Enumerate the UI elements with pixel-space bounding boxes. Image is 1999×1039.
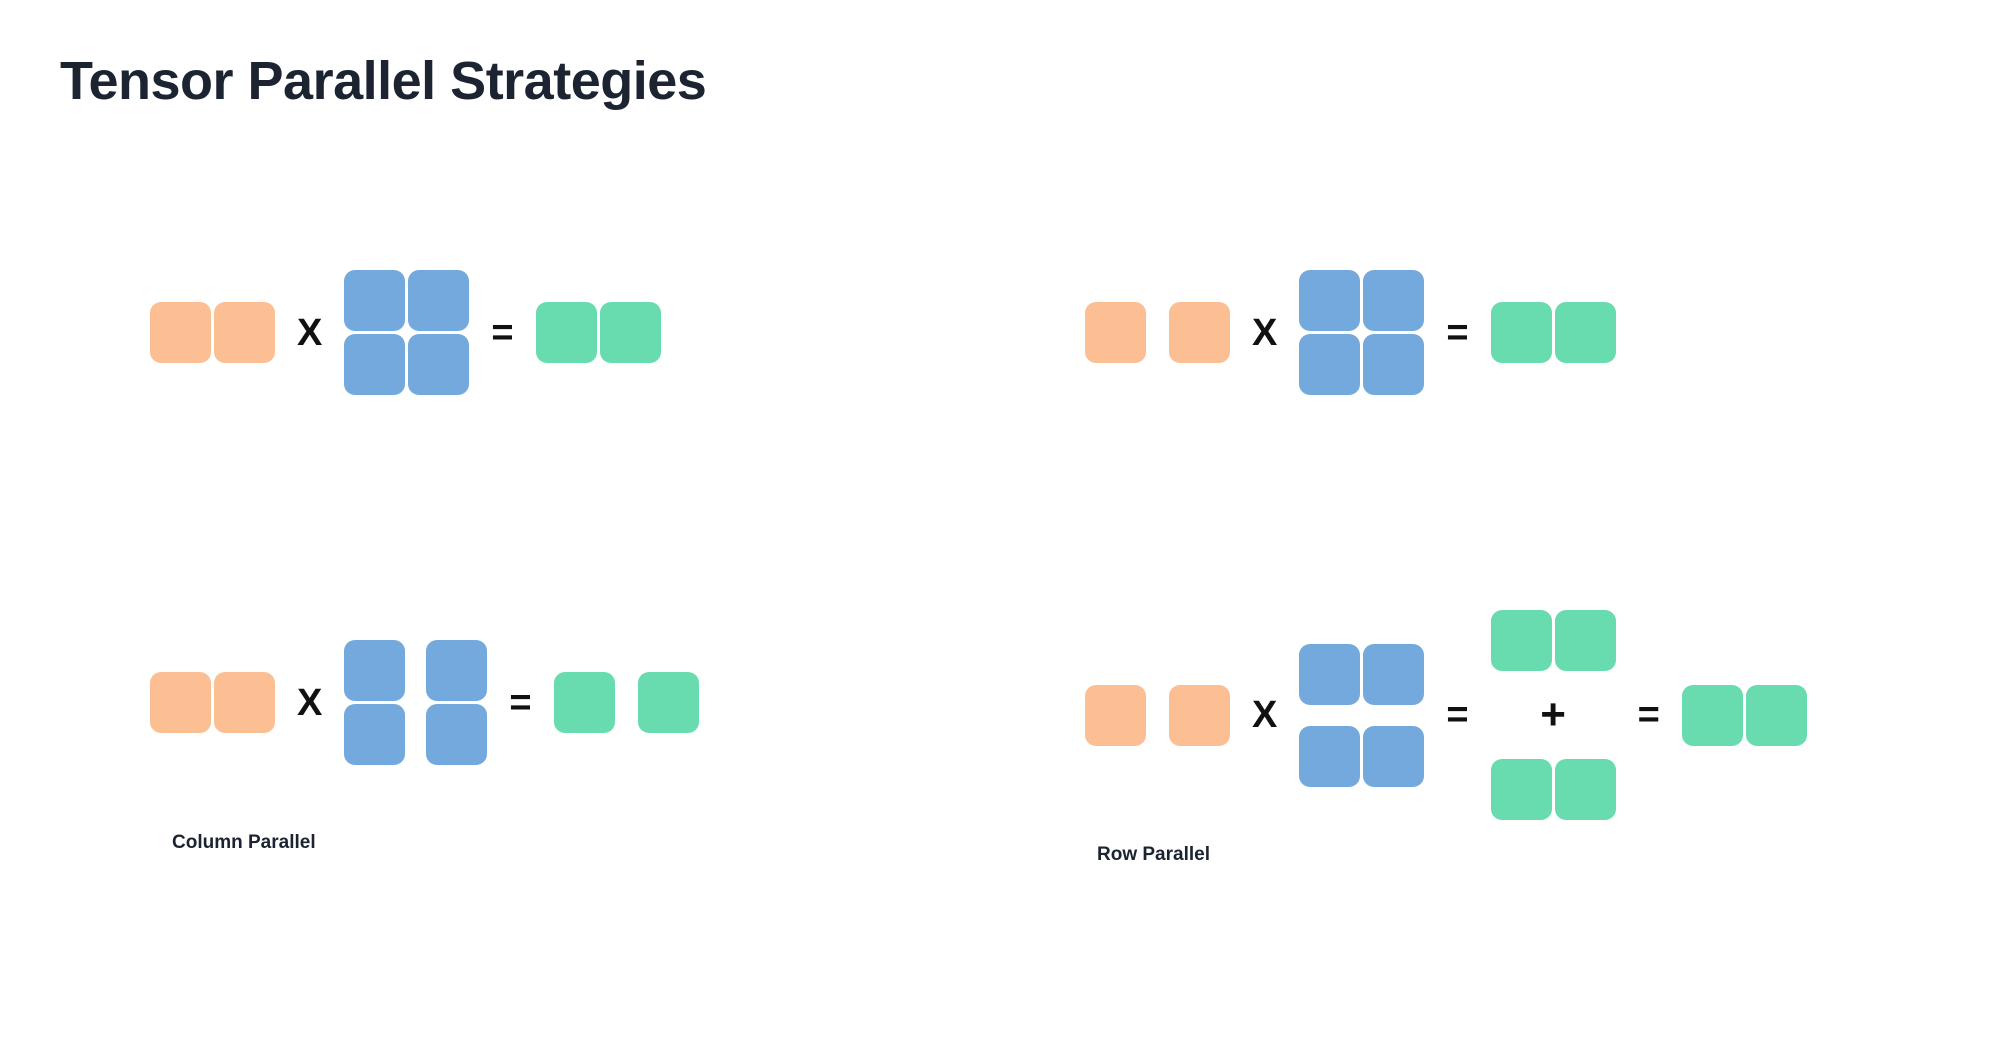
input-activations-matrix <box>150 672 275 733</box>
matrix-row <box>150 302 275 363</box>
matrix-cell <box>553 672 615 733</box>
matrix-cell <box>1085 684 1146 746</box>
partial-sum-bottom-matrix <box>1490 759 1616 820</box>
caption-column-parallel: Column Parallel <box>172 832 316 853</box>
input-activations-matrix <box>150 302 275 363</box>
matrix-cell <box>599 302 661 363</box>
matrix-cell <box>426 704 488 765</box>
input-activations-matrix <box>1085 302 1230 363</box>
multiply-operator: X <box>297 311 323 354</box>
matrix-cell <box>214 672 275 733</box>
matrix-row <box>344 640 488 701</box>
matrix-cell <box>1169 684 1230 746</box>
caption-row-parallel: Row Parallel <box>1097 844 1210 865</box>
matrix-cell <box>535 302 597 363</box>
matrix-row <box>344 270 470 331</box>
matrix-cell <box>1085 302 1146 363</box>
matrix-cell <box>1299 334 1361 395</box>
matrix-cell <box>1299 270 1361 331</box>
matrix-cell <box>344 334 406 395</box>
equation-row: X = <box>150 640 699 765</box>
matrix-cell <box>1169 302 1230 363</box>
equals-operator: = <box>491 311 514 354</box>
matrix-cell <box>637 672 699 733</box>
matrix-row <box>1299 725 1425 787</box>
equals-operator: = <box>509 681 532 724</box>
output-activations-matrix <box>1490 302 1616 363</box>
multiply-operator: X <box>1252 694 1278 736</box>
matrix-cell <box>1363 725 1425 787</box>
matrix-cell <box>1363 270 1425 331</box>
output-activations-matrix <box>535 302 661 363</box>
matrix-row <box>1299 334 1425 395</box>
matrix-cell <box>1490 610 1552 671</box>
matrix-row <box>1085 302 1230 363</box>
matrix-row <box>1681 684 1807 746</box>
matrix-cell <box>1490 302 1552 363</box>
reduced-output-matrix <box>1681 684 1807 746</box>
equals-operator: = <box>1446 311 1469 354</box>
matrix-cell <box>1681 684 1743 746</box>
matrix-row <box>1490 759 1616 820</box>
matrix-cell <box>1363 643 1425 705</box>
diagram-column-parallel-sharded: X = <box>150 640 699 765</box>
matrix-row <box>1490 610 1616 671</box>
matrix-cell <box>150 302 211 363</box>
matrix-cell <box>344 270 406 331</box>
matrix-row <box>150 672 275 733</box>
equation-row: X = + <box>1085 610 1807 820</box>
matrix-cell <box>1299 725 1361 787</box>
weight-matrix-row-sharded <box>1299 643 1425 787</box>
weight-matrix <box>1299 270 1425 395</box>
matrix-row <box>344 334 470 395</box>
equation-row: X = <box>150 270 661 395</box>
weight-matrix-column-sharded <box>344 640 488 765</box>
plus-operator: + <box>1540 690 1566 739</box>
output-shards-matrix <box>553 672 699 733</box>
matrix-cell <box>344 704 406 765</box>
matrix-cell <box>1554 759 1616 820</box>
matrix-cell <box>1554 610 1616 671</box>
diagram-row-parallel-full: X = <box>1085 270 1616 395</box>
matrix-cell <box>1490 759 1552 820</box>
matrix-cell <box>426 640 488 701</box>
equation-row: X = <box>1085 270 1616 395</box>
matrix-row <box>1085 684 1230 746</box>
diagram-row-parallel-sharded: X = + <box>1085 610 1807 820</box>
input-shards-matrix <box>1085 684 1230 746</box>
partial-sums-stack: + <box>1490 610 1616 820</box>
matrix-row <box>1490 302 1616 363</box>
equals-operator: = <box>1446 694 1469 736</box>
matrix-cell <box>1554 302 1616 363</box>
multiply-operator: X <box>1252 311 1278 354</box>
matrix-cell <box>1299 643 1361 705</box>
matrix-cell <box>1745 684 1807 746</box>
matrix-row <box>344 704 488 765</box>
page-title: Tensor Parallel Strategies <box>60 51 707 111</box>
matrix-cell <box>344 640 406 701</box>
weight-matrix <box>344 270 470 395</box>
matrix-cell <box>408 270 470 331</box>
equals-operator: = <box>1637 694 1660 736</box>
matrix-cell <box>150 672 211 733</box>
diagram-column-parallel-full: X = <box>150 270 661 395</box>
partial-sum-top-matrix <box>1490 610 1616 671</box>
multiply-operator: X <box>297 681 323 724</box>
matrix-row <box>1299 643 1425 705</box>
matrix-cell <box>214 302 275 363</box>
matrix-cell <box>408 334 470 395</box>
matrix-row <box>1299 270 1425 331</box>
matrix-row <box>553 672 699 733</box>
matrix-cell <box>1363 334 1425 395</box>
matrix-row <box>535 302 661 363</box>
